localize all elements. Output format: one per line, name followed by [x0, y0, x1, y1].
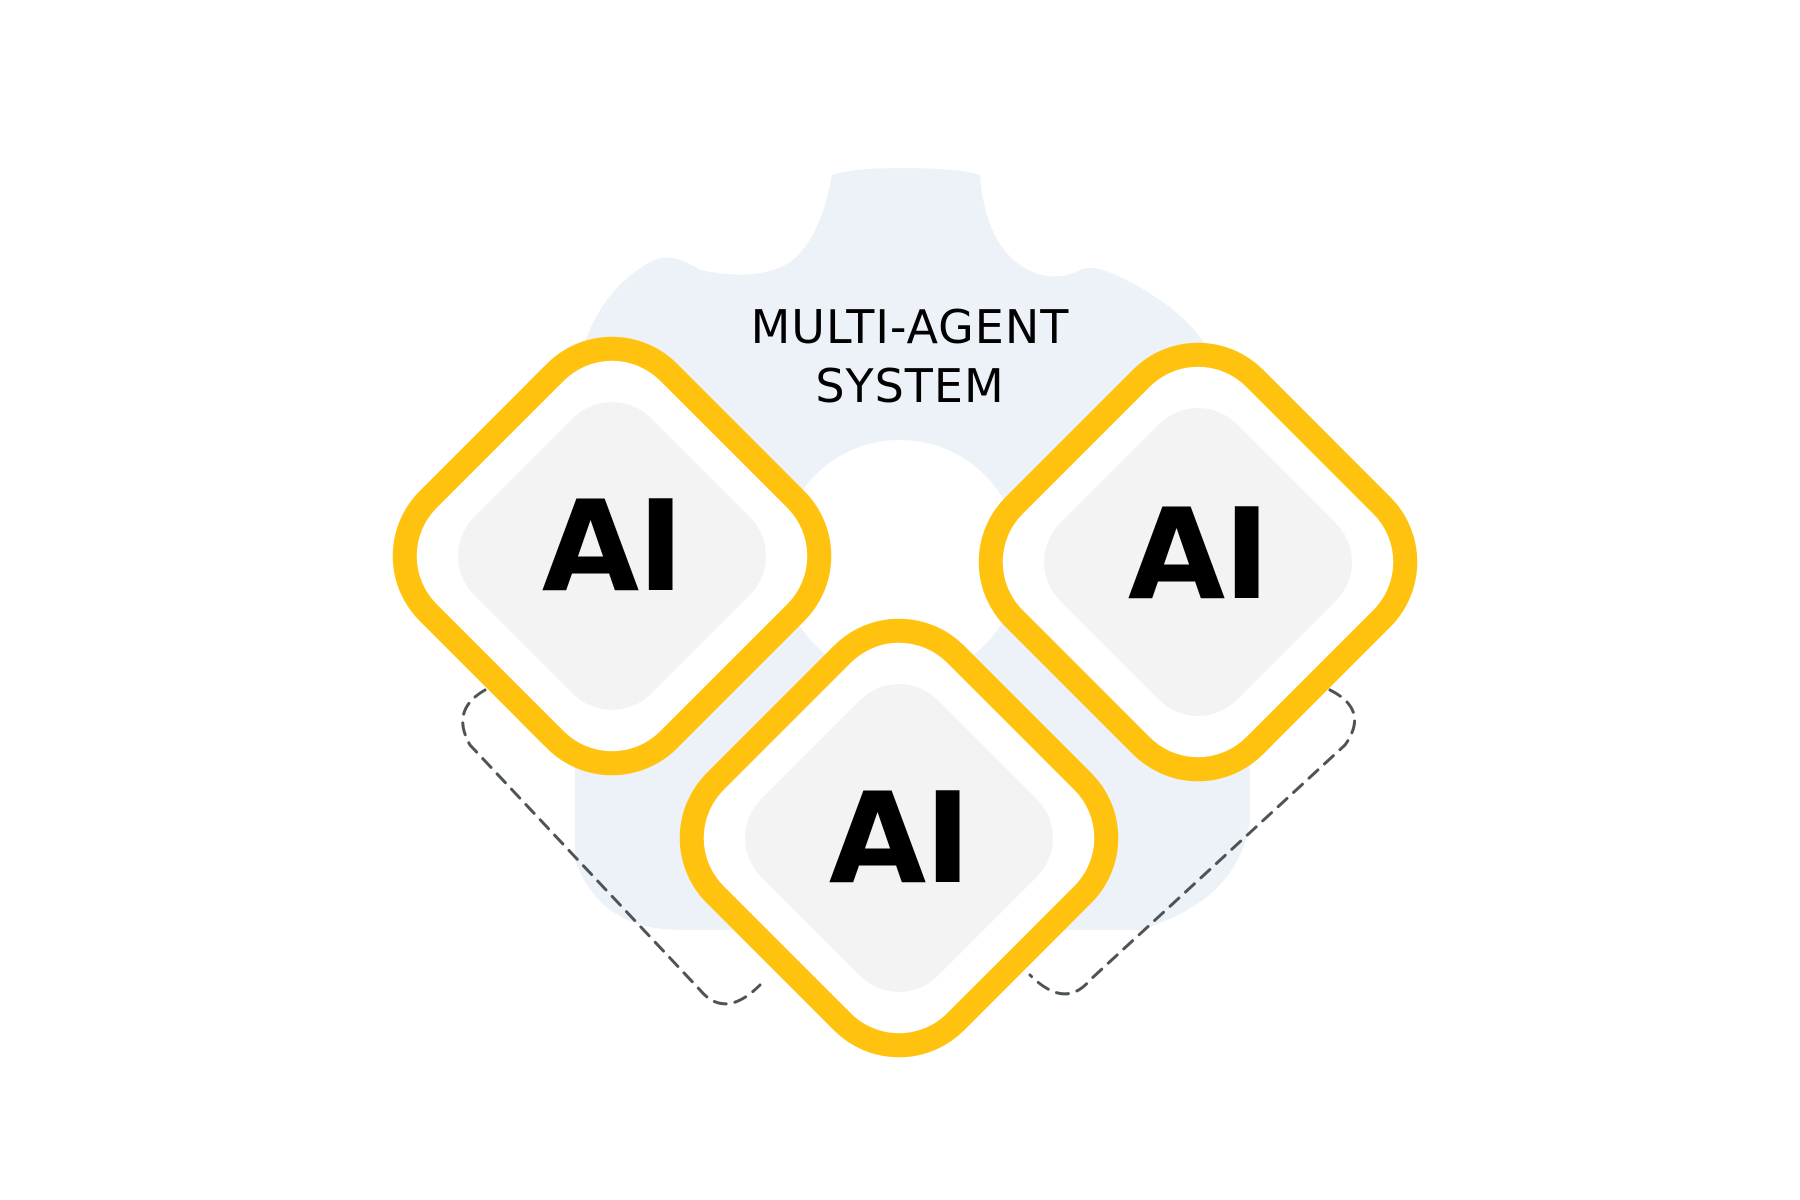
agent-label-left: AI	[542, 473, 682, 620]
agent-node-bottom: AI	[679, 618, 1119, 1058]
diagram-title-line2: SYSTEM	[815, 359, 1004, 413]
agent-node-left: AI	[392, 336, 832, 776]
agent-label-bottom: AI	[829, 765, 969, 912]
diagram-title-line1: MULTI-AGENT	[751, 300, 1070, 354]
dashed-connector-left	[461, 688, 762, 1006]
agent-label-right: AI	[1128, 481, 1268, 628]
agent-node-right: AI	[978, 342, 1418, 782]
dashed-connector-right	[1028, 688, 1356, 996]
